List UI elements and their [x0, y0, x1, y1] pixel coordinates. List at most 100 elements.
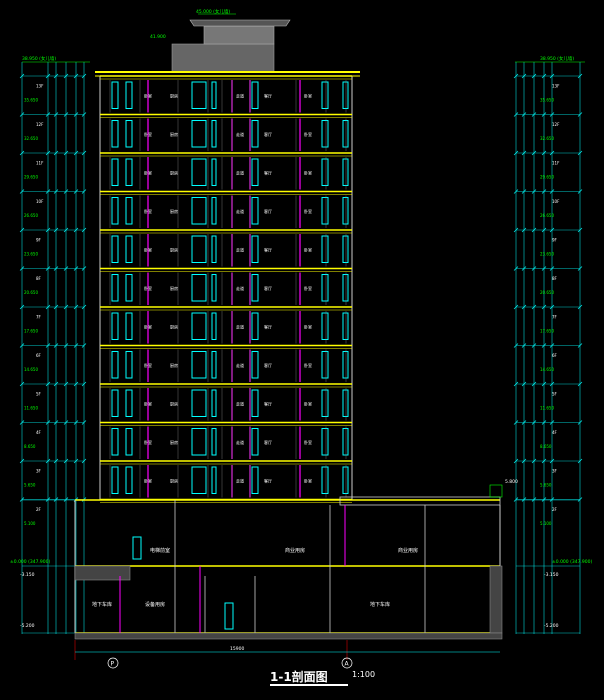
room-label: 卧室	[304, 439, 312, 445]
room-label: 客厅	[264, 169, 272, 175]
floor-level-label: 17.650	[540, 328, 554, 333]
room-shop: 商业用房	[285, 547, 305, 554]
floor-name-label: 13F	[552, 83, 560, 88]
room-label: 走道	[236, 362, 244, 368]
rooftop-elevation-label: 41.900	[150, 34, 166, 40]
room-label: 厨房	[170, 400, 178, 406]
floor-name-label: 12F	[552, 122, 560, 127]
floor-level-label: 17.650	[24, 328, 38, 333]
room-label: 卧室	[144, 323, 152, 329]
room-label: 厨房	[170, 362, 178, 368]
room-garage-2: 地下车库	[370, 601, 390, 608]
room-label: 卧室	[144, 169, 152, 175]
floor-name-label: 12F	[36, 122, 44, 127]
floor-level-label: 29.650	[24, 174, 38, 179]
floor-level-label: 32.650	[540, 136, 554, 141]
room-garage-1: 地下车库	[92, 601, 112, 608]
floor-level-label: 35.650	[24, 97, 38, 102]
rooftop-structure: 45.000 (女儿墙) 41.900	[150, 8, 291, 73]
room-label: 卧室	[304, 169, 312, 175]
floor-level-label: 20.650	[24, 290, 38, 295]
room-label: 卧室	[144, 131, 152, 137]
neg-elevation-2-left: -5.200	[20, 623, 35, 629]
room-label: 厨房	[170, 92, 178, 98]
floor-name-label: 7F	[552, 314, 558, 319]
floor-name-label: 10F	[36, 199, 44, 204]
room-label: 卧室	[144, 477, 152, 483]
floor-name-label: 7F	[36, 314, 42, 319]
side-elevation-label: 5.800	[505, 479, 518, 485]
room-label: 客厅	[264, 400, 272, 406]
roof-elevation-left: 38.950 (女儿墙)	[22, 55, 56, 62]
room-label: 卧室	[144, 439, 152, 445]
floor-level-label: 8.650	[24, 444, 36, 449]
floor-name-label: 6F	[552, 353, 558, 358]
room-label: 卧室	[144, 246, 152, 252]
room-label: 厨房	[170, 246, 178, 252]
room-label: 厨房	[170, 169, 178, 175]
floor-name-label: 2F	[552, 507, 558, 512]
room-label: 走道	[236, 439, 244, 445]
floor-name-label: 3F	[552, 468, 558, 473]
floor-level-label: 11.650	[24, 405, 38, 410]
room-label: 厨房	[170, 323, 178, 329]
floor-level-label: 5.100	[24, 521, 36, 526]
room-label: 卧室	[304, 285, 312, 291]
room-lift-lobby: 电梯前室	[150, 547, 170, 554]
floor-level-label: 5.650	[540, 482, 552, 487]
room-label: 卧室	[304, 477, 312, 483]
room-label: 走道	[236, 131, 244, 137]
axis-grid: 15900 P A	[74, 640, 500, 669]
floor-name-label: 5F	[36, 391, 42, 396]
title-underline	[270, 684, 348, 686]
room-label: 卧室	[144, 400, 152, 406]
floor-name-label: 11F	[552, 160, 560, 165]
room-equipment: 设备用房	[145, 601, 165, 608]
room-label: 走道	[236, 169, 244, 175]
roof-elevation-right: 38.950 (女儿墙)	[540, 55, 574, 62]
floor-name-label: 10F	[552, 199, 560, 204]
room-label: 客厅	[264, 285, 272, 291]
room-label: 卧室	[304, 92, 312, 98]
floor-level-label: 5.100	[540, 521, 552, 526]
floor-level-label: 32.650	[24, 136, 38, 141]
room-label: 客厅	[264, 92, 272, 98]
neg-elevation-1-left: -3.150	[20, 572, 35, 578]
room-label: 卧室	[144, 208, 152, 214]
roof-parapet: 38.950 (女儿墙) 38.950 (女儿墙)	[22, 55, 585, 77]
floor-name-label: 13F	[36, 83, 44, 88]
top-elevation-label: 45.000 (女儿墙)	[196, 8, 230, 15]
room-label: 厨房	[170, 208, 178, 214]
room-label: 客厅	[264, 477, 272, 483]
room-label: 走道	[236, 323, 244, 329]
floor-level-label: 35.650	[540, 97, 554, 102]
room-label: 走道	[236, 208, 244, 214]
drawing-title-block: 1-1剖面图 1:100	[270, 668, 430, 690]
room-label: 客厅	[264, 323, 272, 329]
room-label: 客厅	[264, 362, 272, 368]
axis-bubble-left: P	[111, 661, 115, 668]
floor-level-label: 8.650	[540, 444, 552, 449]
floor-name-label: 3F	[36, 468, 42, 473]
floor-level-label: 14.650	[540, 367, 554, 372]
room-label: 卧室	[304, 362, 312, 368]
room-label: 客厅	[264, 208, 272, 214]
floor-level-label: 23.650	[540, 251, 554, 256]
room-shop-2: 商业用房	[398, 547, 418, 554]
floor-name-label: 9F	[36, 237, 42, 242]
room-label: 厨房	[170, 439, 178, 445]
room-label: 客厅	[264, 246, 272, 252]
room-label: 客厅	[264, 439, 272, 445]
left-dimension-chain: 35.65013F32.65012F29.65011F26.65010F23.6…	[19, 62, 87, 634]
floor-name-label: 6F	[36, 353, 42, 358]
floor-name-label: 4F	[36, 430, 42, 435]
room-label: 走道	[236, 246, 244, 252]
floor-name-label: 2F	[36, 507, 42, 512]
floor-level-label: 23.650	[24, 251, 38, 256]
room-label: 卧室	[144, 362, 152, 368]
room-label: 厨房	[170, 285, 178, 291]
room-label: 卧室	[144, 92, 152, 98]
room-label: 卧室	[304, 323, 312, 329]
room-label: 卧室	[304, 246, 312, 252]
